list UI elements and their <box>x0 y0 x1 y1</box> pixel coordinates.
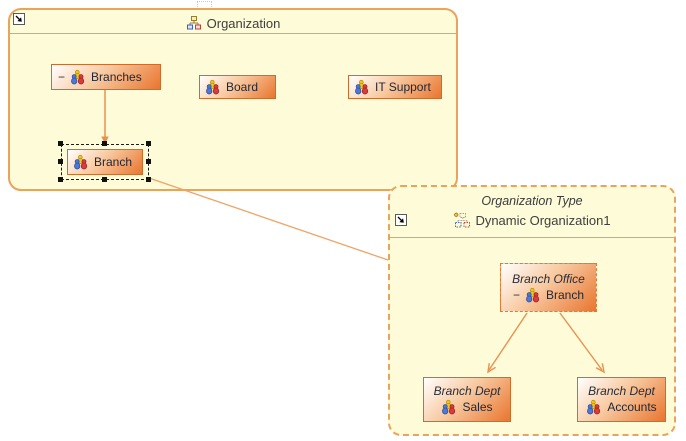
node-label: IT Support <box>375 80 431 94</box>
collapse-arrow-icon[interactable] <box>13 13 25 25</box>
collapse-arrow-icon[interactable] <box>395 214 407 226</box>
edge-branchoffice-sales-arrowhead <box>487 362 496 374</box>
node-board[interactable]: Board <box>199 75 276 99</box>
edge-branch-dynamic-organization[interactable] <box>148 177 389 261</box>
group-icon <box>525 287 541 303</box>
dynamic-organization-header-separator <box>390 237 674 238</box>
group-icon <box>441 399 457 415</box>
selection-handle-n[interactable] <box>102 141 107 146</box>
group-icon <box>586 399 602 415</box>
node-branch[interactable]: Branch <box>67 149 143 175</box>
selection-handle-se[interactable] <box>146 177 151 182</box>
edge-branchoffice-accounts-arrowhead <box>595 363 605 374</box>
selection-handle-s[interactable] <box>102 177 107 182</box>
dynamic-organization-title: Dynamic Organization1 <box>475 213 611 228</box>
edge-branches-branch-arrowhead <box>101 136 109 144</box>
group-icon <box>205 79 221 95</box>
node-label: Board <box>226 80 259 94</box>
node-it-support[interactable]: IT Support <box>348 75 442 99</box>
dynamic-org-chart-icon <box>453 212 471 229</box>
node-sales[interactable]: Branch Dept Sales <box>423 377 511 422</box>
node-type-label: Branch Office <box>512 272 585 286</box>
edge-branchoffice-accounts[interactable] <box>559 312 603 371</box>
edge-branchoffice-sales[interactable] <box>488 312 528 371</box>
selection-handle-sw[interactable] <box>58 177 63 182</box>
organization-type-label: Organization Type <box>481 194 583 208</box>
org-chart-icon <box>186 15 202 31</box>
organization-title-row: Organization <box>10 15 456 31</box>
group-icon <box>70 69 86 85</box>
node-label: Branches <box>91 70 142 84</box>
selection-handle-e[interactable] <box>146 159 151 164</box>
node-type-label: Branch Dept <box>433 384 501 398</box>
node-label: Branch <box>94 155 133 169</box>
node-label: Branch <box>545 288 585 302</box>
organization-header-separator <box>10 33 456 34</box>
selection-handle-nw[interactable] <box>58 141 63 146</box>
organization-title: Organization <box>206 15 281 31</box>
node-label: Accounts <box>607 400 657 414</box>
node-accounts[interactable]: Branch Dept Accounts <box>577 377 666 422</box>
selection-handle-w[interactable] <box>58 159 63 164</box>
group-icon <box>354 79 370 95</box>
dynamic-organization-title-row: Dynamic Organization1 <box>390 212 674 229</box>
node-branch-office[interactable]: Branch Office − Branch <box>500 263 597 312</box>
collapse-toggle[interactable]: − <box>512 288 520 302</box>
selection-handle-ne[interactable] <box>146 141 151 146</box>
node-branches[interactable]: − Branches <box>51 64 161 90</box>
collapse-toggle[interactable]: − <box>58 70 66 84</box>
node-type-label: Branch Dept <box>588 384 655 398</box>
node-label: Sales <box>462 400 493 414</box>
group-icon <box>73 154 89 170</box>
